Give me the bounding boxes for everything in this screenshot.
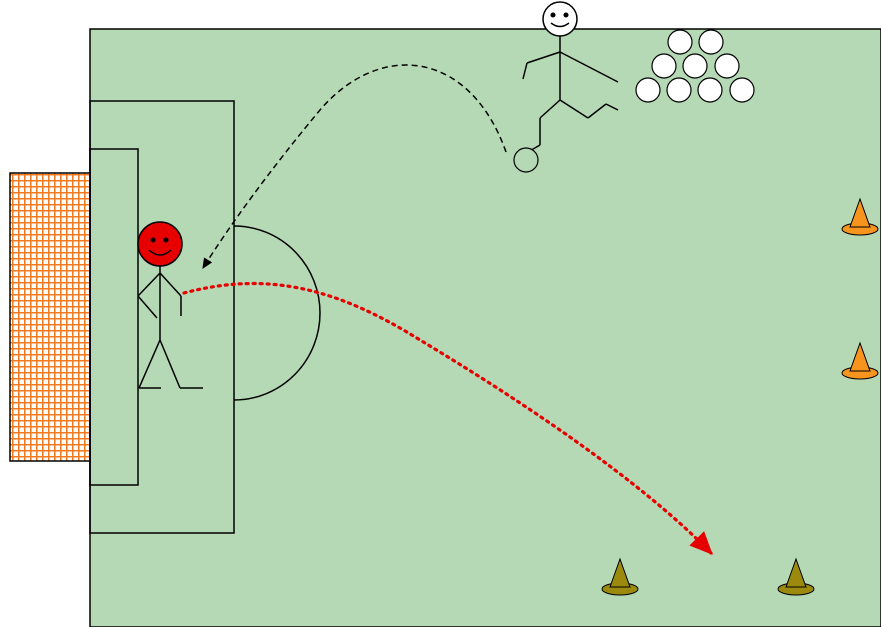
ball-pile bbox=[635, 29, 755, 103]
ball-icon bbox=[635, 77, 661, 103]
server-figure bbox=[522, 1, 619, 153]
ball-icon bbox=[667, 29, 693, 55]
ball-icon bbox=[651, 53, 677, 79]
throw-path bbox=[182, 281, 713, 555]
cone-icon bbox=[777, 557, 815, 596]
ball-icon bbox=[729, 77, 755, 103]
cone-icon bbox=[841, 341, 879, 380]
ball-icon bbox=[666, 77, 692, 103]
cone-icon bbox=[601, 557, 639, 596]
goalkeeper-head bbox=[137, 221, 183, 267]
goal-net bbox=[9, 172, 91, 462]
cross-path bbox=[202, 64, 507, 270]
goalkeeper-figure bbox=[137, 221, 203, 389]
server-head bbox=[542, 1, 578, 37]
penalty-arc bbox=[233, 225, 321, 401]
ball-icon bbox=[682, 53, 708, 79]
cone-icon bbox=[841, 197, 879, 236]
goal-area bbox=[89, 148, 139, 486]
ball-icon bbox=[697, 77, 723, 103]
ball-icon bbox=[714, 53, 740, 79]
ball-icon bbox=[698, 29, 724, 55]
kicked-ball bbox=[513, 147, 539, 173]
pitch bbox=[89, 28, 881, 627]
